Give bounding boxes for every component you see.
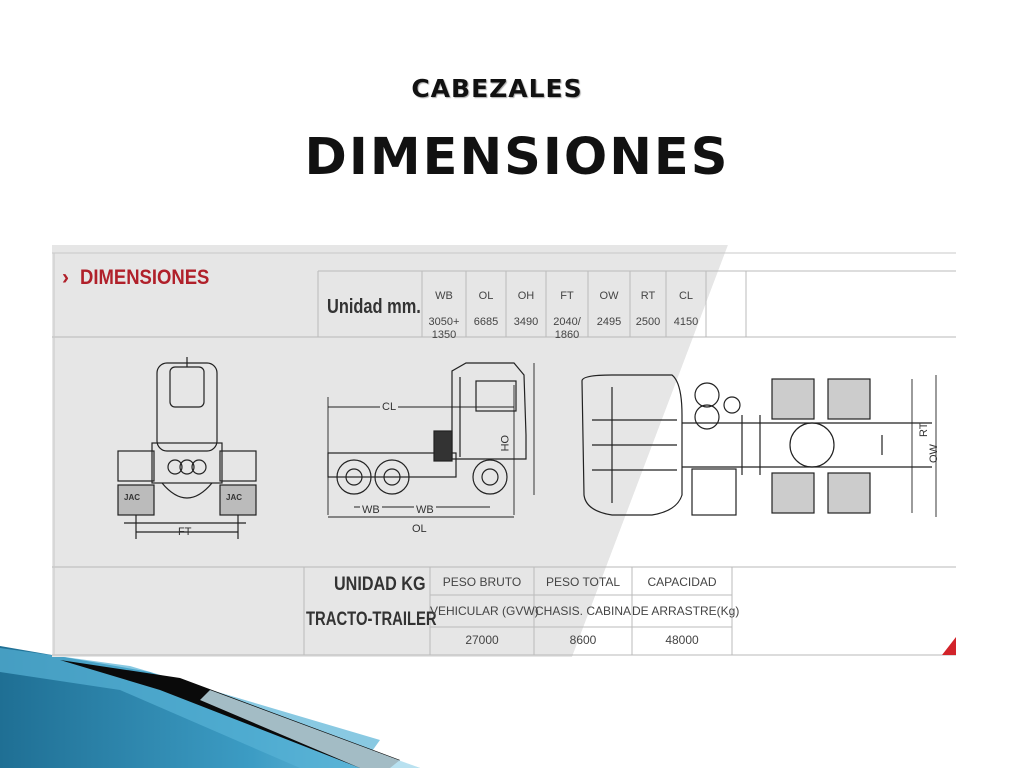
- dim-value: 2040/ 1860: [553, 316, 581, 341]
- slide-title: DIMENSIONES: [304, 128, 730, 187]
- weight-header2-capacity: DE ARRASTRE(Kg): [632, 604, 740, 618]
- weight-unit-line2: TRACTO-TRAILER: [306, 609, 437, 630]
- dim-code: FT: [560, 290, 574, 302]
- side-view-drawing: [327, 362, 535, 518]
- dim-code: CL: [678, 290, 694, 302]
- dim-value: 2495: [596, 316, 622, 328]
- sheet-heading: DIMENSIONES: [80, 266, 210, 289]
- front-view-drawing: [117, 357, 257, 539]
- weight-value-capacity: 48000: [665, 633, 699, 647]
- weight-value-gvw: 27000: [465, 633, 499, 647]
- dim-code: OW: [599, 290, 619, 302]
- spec-sheet-graphics: [52, 245, 956, 657]
- dim-column-cl: CL 4150: [666, 277, 706, 342]
- dim-code: OH: [517, 290, 535, 302]
- weight-header2-gvw: VEHICULAR (GVW): [430, 604, 539, 618]
- side-wb1-label: WB: [360, 504, 382, 516]
- spec-sheet: › DIMENSIONES Unidad mm. WB 3050+ 1350 O…: [52, 245, 956, 657]
- dim-column-rt: RT 2500: [630, 277, 666, 342]
- heading-chevron-icon: ›: [62, 266, 69, 289]
- top-rt-label: RT: [918, 422, 930, 437]
- dim-column-wb: WB 3050+ 1350: [422, 277, 466, 355]
- side-wb2-label: WB: [414, 504, 436, 516]
- dim-value: 3490: [513, 316, 539, 328]
- dim-code: RT: [640, 290, 656, 302]
- dim-value: 2500: [635, 316, 661, 328]
- weight-header2-chassis: CHASIS. CABINA: [534, 604, 632, 618]
- dim-column-ft: FT 2040/ 1860: [546, 277, 588, 355]
- dim-column-ow: OW 2495: [588, 277, 630, 342]
- weight-header1-chassis: PESO TOTAL: [545, 575, 621, 589]
- dim-value: 6685: [473, 316, 499, 328]
- top-ow-label: OW: [928, 444, 940, 463]
- side-cl-label: CL: [380, 401, 399, 413]
- dim-code: WB: [435, 290, 453, 302]
- unit-label: Unidad mm.: [327, 296, 421, 318]
- side-ol-label: OL: [412, 523, 427, 535]
- dim-value: 3050+ 1350: [428, 316, 460, 341]
- dim-column-ol: OL 6685: [466, 277, 506, 342]
- front-badge-right: JAC: [226, 493, 243, 502]
- slide-subtitle: CABEZALES: [411, 74, 583, 103]
- side-oh-label: OH: [498, 435, 510, 452]
- top-view-drawing: [581, 374, 937, 517]
- weight-unit-line1: UNIDAD KG: [334, 574, 426, 595]
- dim-value: 4150: [673, 316, 699, 328]
- weight-value-chassis: 8600: [569, 633, 597, 647]
- weight-header1-gvw: PESO BRUTO: [442, 575, 522, 589]
- dim-column-oh: OH 3490: [506, 277, 546, 342]
- front-badge-left: JAC: [124, 493, 141, 502]
- weight-header1-capacity: CAPACIDAD: [647, 575, 717, 589]
- front-ft-label: FT: [178, 526, 192, 538]
- dim-code: OL: [478, 290, 494, 302]
